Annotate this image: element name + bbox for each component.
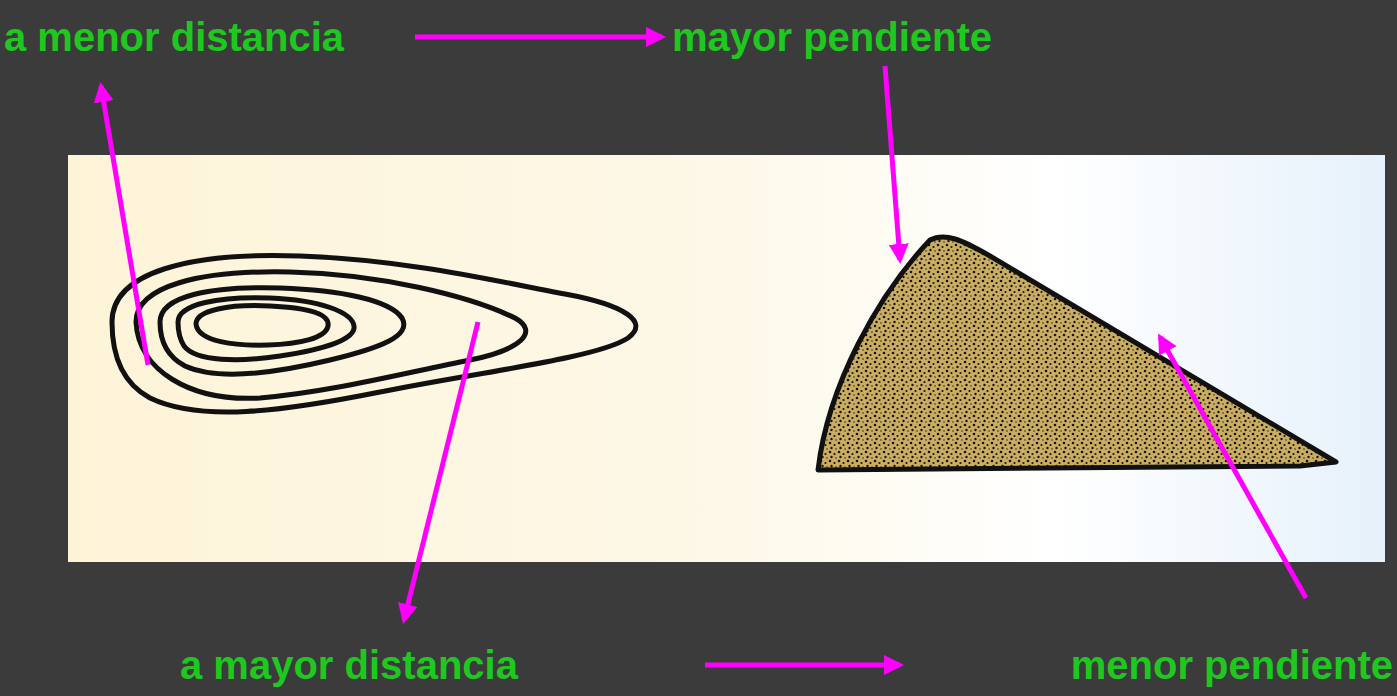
distance-label: a menor distancia xyxy=(4,15,344,59)
distance-label: a mayor distancia xyxy=(180,643,518,687)
leader-arrow xyxy=(404,322,478,620)
slope-label: mayor pendiente xyxy=(672,15,992,59)
contour-lines xyxy=(112,256,636,413)
slope-profile xyxy=(818,237,1336,470)
figure-panel xyxy=(68,155,1385,562)
contour-line xyxy=(136,272,526,399)
leader-arrow xyxy=(885,66,900,260)
arrows xyxy=(101,37,1306,665)
arrow xyxy=(415,35,662,40)
contour-line xyxy=(178,298,354,360)
contour-line xyxy=(196,306,328,346)
arrow xyxy=(705,663,900,668)
contour-line xyxy=(160,288,404,375)
slope-label: menor pendiente xyxy=(1071,643,1393,687)
contour-line xyxy=(112,256,636,413)
leader-arrow xyxy=(1160,337,1306,598)
leader-arrow xyxy=(101,86,148,365)
